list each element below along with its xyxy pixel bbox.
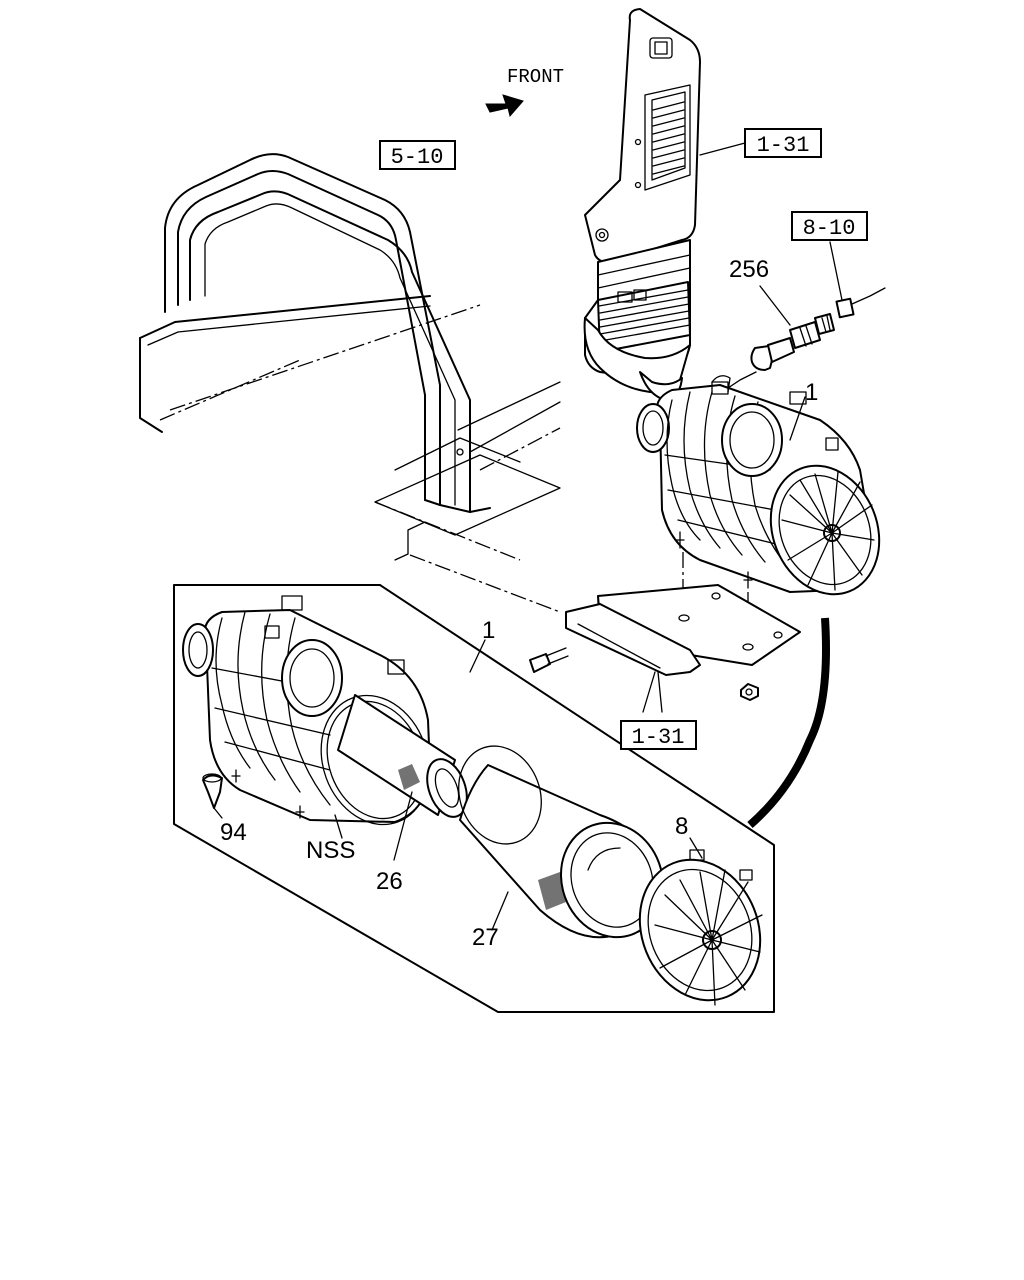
callout-256: 256 xyxy=(729,256,769,283)
detail-arrow xyxy=(747,617,830,829)
exploded-view-frame xyxy=(173,584,775,1013)
callout-nss: NSS xyxy=(306,837,355,864)
intake-duct xyxy=(583,8,746,401)
callout-1-lower-leader xyxy=(469,639,486,673)
air-cleaner-exploded xyxy=(182,595,431,826)
frame-rail xyxy=(139,295,561,471)
air-cleaner-assembly-installed xyxy=(636,375,881,596)
callout-26: 26 xyxy=(376,868,403,895)
ref-box-5-10[interactable]: 5-10 xyxy=(379,140,456,170)
duct-tab xyxy=(649,37,673,59)
ref-box-1-31-top-text: 1-31 xyxy=(757,133,810,158)
callout-1-lower: 1 xyxy=(482,617,495,644)
ref-box-8-10[interactable]: 8-10 xyxy=(791,211,868,241)
outer-filter-element xyxy=(458,745,665,939)
callout-94: 94 xyxy=(220,819,247,846)
arrow-right-icon xyxy=(485,94,524,118)
callout-1-upper: 1 xyxy=(805,379,818,406)
ref-box-5-10-text: 5-10 xyxy=(391,145,444,170)
inner-filter-element xyxy=(337,694,468,861)
drain-plug xyxy=(202,773,223,819)
filter-cover xyxy=(638,837,763,1006)
callout-27: 27 xyxy=(472,924,499,951)
bracket-plate xyxy=(374,437,561,613)
roll-bar xyxy=(164,153,491,513)
restriction-indicator xyxy=(727,241,886,389)
ref-box-1-31-bottom-text: 1-31 xyxy=(632,725,685,750)
front-label: FRONT xyxy=(507,66,564,88)
mounting-bracket xyxy=(529,584,801,713)
nss-leader xyxy=(334,814,343,839)
ref-box-1-31-top[interactable]: 1-31 xyxy=(744,128,822,158)
front-indicator: FRONT xyxy=(485,66,564,118)
callout-8: 8 xyxy=(675,813,688,840)
ref-box-1-31-bottom[interactable]: 1-31 xyxy=(620,720,697,750)
ref-box-8-10-text: 8-10 xyxy=(803,216,856,241)
